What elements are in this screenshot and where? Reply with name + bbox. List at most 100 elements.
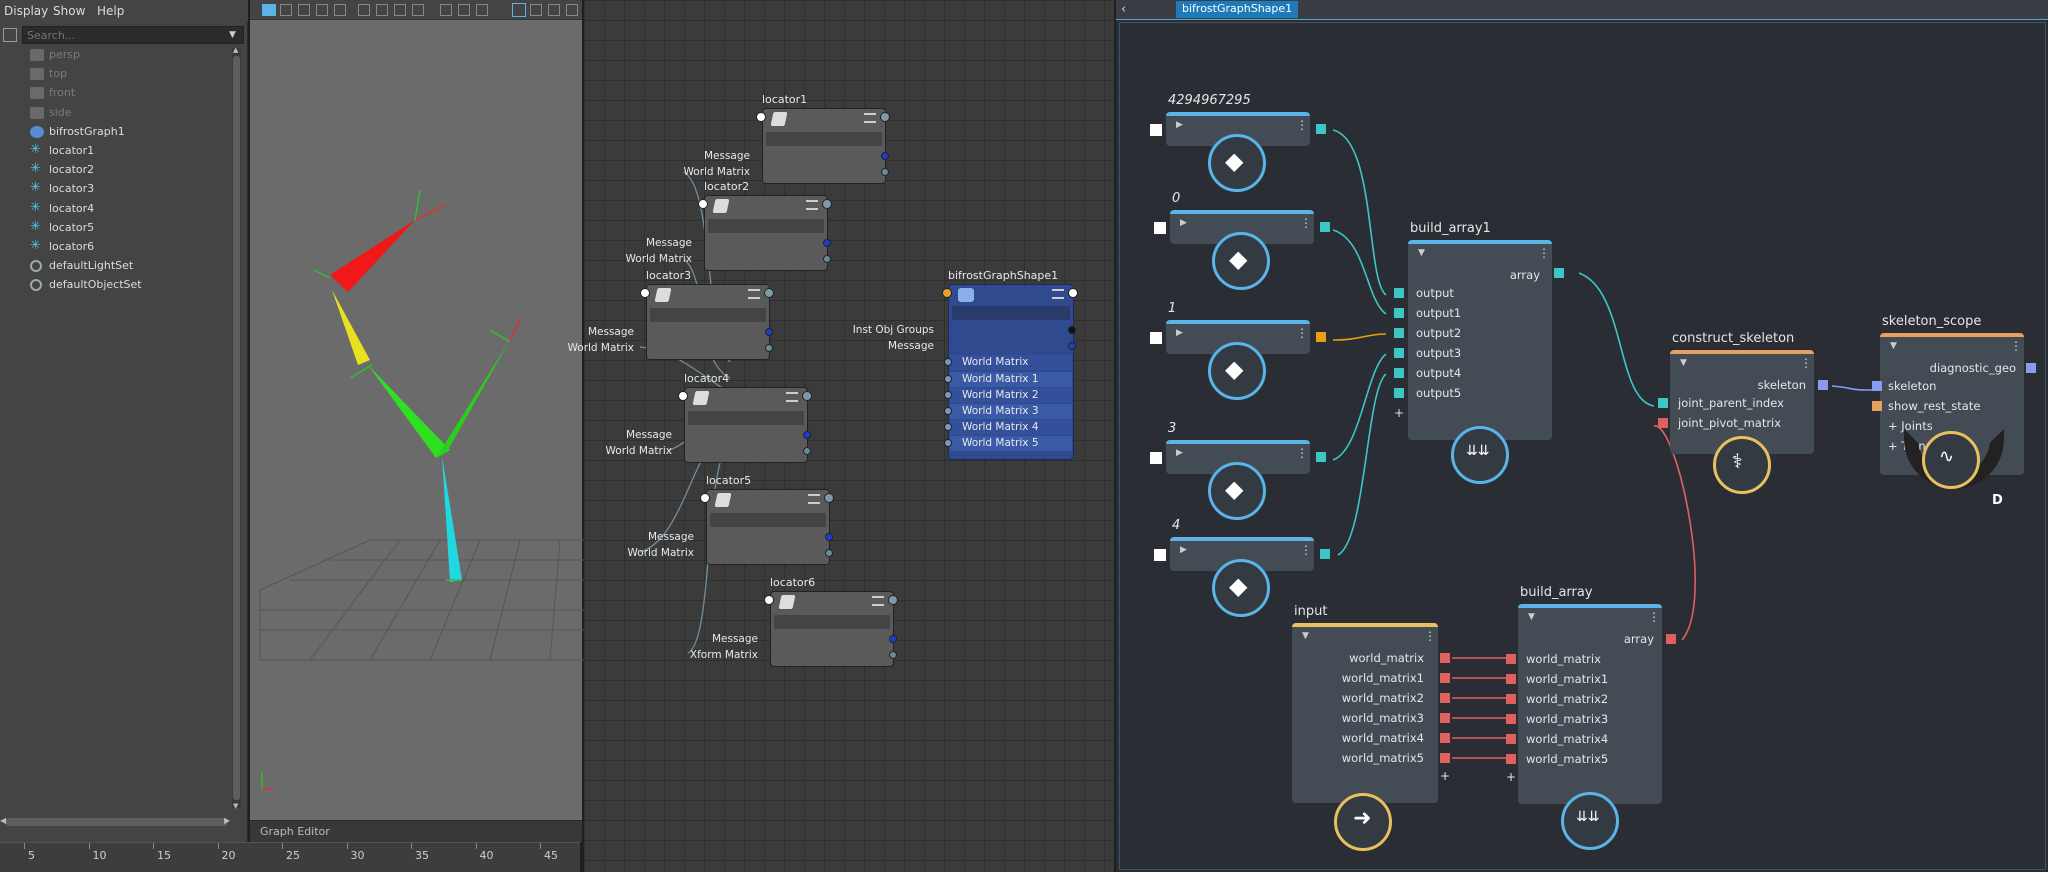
input-output-port[interactable]	[1440, 733, 1450, 743]
collapse-triangle-icon[interactable]: ▼	[1418, 248, 1425, 258]
node-menu-icon[interactable]	[806, 200, 818, 210]
outliner-item-locator3[interactable]: ✳locator3	[30, 180, 230, 199]
value-input-port[interactable]	[1154, 222, 1166, 234]
array-input-port[interactable]	[1506, 654, 1516, 664]
outliner-item-locator1[interactable]: ✳locator1	[30, 142, 230, 161]
kebab-menu-icon[interactable]: ⋮	[1538, 246, 1550, 260]
array-input-port[interactable]	[1394, 328, 1404, 338]
shape-input-port[interactable]	[944, 358, 952, 367]
node-menu-icon[interactable]	[748, 289, 760, 299]
matrix-port[interactable]	[765, 344, 773, 352]
expand-triangle-icon[interactable]: ▶	[1176, 448, 1183, 458]
matrix-port[interactable]	[881, 168, 889, 176]
shape-output-port[interactable]	[1068, 342, 1076, 351]
input-port[interactable]	[698, 199, 708, 209]
value-input-port[interactable]	[1154, 549, 1166, 561]
paint-icon[interactable]	[476, 4, 488, 16]
outliner-item-front[interactable]: front	[30, 84, 230, 103]
filter-icon[interactable]	[3, 28, 17, 42]
lighting-icon[interactable]	[412, 4, 424, 16]
array-input-port[interactable]	[1506, 754, 1516, 764]
input-port[interactable]	[756, 112, 766, 122]
scope-input-port[interactable]	[1872, 401, 1882, 411]
menu-display[interactable]: Display	[4, 4, 49, 18]
output-port[interactable]	[888, 595, 898, 605]
value-output-port[interactable]	[1316, 332, 1326, 342]
array-input-port[interactable]	[1394, 308, 1404, 318]
input-output-port[interactable]	[1440, 693, 1450, 703]
outliner-item-defaultlightset[interactable]: defaultLightSet	[30, 257, 230, 276]
kebab-menu-icon[interactable]: ⋮	[1800, 356, 1812, 370]
shape-input-port[interactable]	[944, 423, 952, 432]
kebab-menu-icon[interactable]: ⋮	[1424, 629, 1436, 643]
diagnostic-output-port[interactable]	[2026, 363, 2036, 373]
output-port[interactable]	[824, 493, 834, 503]
kebab-menu-icon[interactable]: ⋮	[1300, 216, 1312, 230]
array-input-port[interactable]	[1506, 694, 1516, 704]
outliner-vertical-scroll-thumb[interactable]	[233, 56, 240, 800]
node-menu-icon[interactable]	[1052, 289, 1064, 299]
node-menu-icon[interactable]	[872, 596, 884, 606]
expand-triangle-icon[interactable]: ▶	[1180, 545, 1187, 555]
collapse-triangle-icon[interactable]: ▼	[1890, 341, 1897, 351]
array-input-port[interactable]	[1506, 714, 1516, 724]
expand-triangle-icon[interactable]: ▶	[1176, 120, 1183, 130]
camera-icon[interactable]	[298, 4, 310, 16]
message-port[interactable]	[825, 533, 833, 541]
output-port[interactable]	[764, 288, 774, 298]
film-gate-icon[interactable]	[530, 4, 542, 16]
menu-show[interactable]: Show	[53, 4, 86, 18]
kebab-menu-icon[interactable]: ⋮	[1648, 610, 1660, 624]
chevron-down-icon[interactable]: ▼	[229, 30, 236, 40]
value-node-4[interactable]: 4▶⋮◆	[1154, 518, 1330, 617]
shape-input-port[interactable]	[944, 407, 952, 415]
kebab-menu-icon[interactable]: ⋮	[1296, 118, 1308, 132]
select-tool-icon[interactable]	[262, 4, 276, 16]
output-port[interactable]	[880, 112, 890, 122]
outliner-item-locator5[interactable]: ✳locator5	[30, 219, 230, 238]
shape-input-port[interactable]	[944, 390, 952, 399]
value-input-port[interactable]	[1150, 332, 1162, 344]
expand-triangle-icon[interactable]: ▶	[1176, 328, 1183, 338]
matrix-port[interactable]	[803, 447, 811, 455]
outliner-item-locator4[interactable]: ✳locator4	[30, 200, 230, 219]
input-port[interactable]	[700, 493, 710, 503]
input-port[interactable]	[942, 288, 952, 298]
snap-icon[interactable]	[458, 4, 470, 16]
value-output-port[interactable]	[1320, 549, 1330, 559]
shaded-icon[interactable]	[334, 4, 346, 16]
array-input-port[interactable]	[1394, 348, 1404, 358]
bookmark-icon[interactable]	[376, 4, 388, 16]
input-port[interactable]	[764, 595, 774, 605]
output-port[interactable]	[822, 199, 832, 209]
message-port[interactable]	[823, 239, 831, 247]
message-port[interactable]	[765, 328, 773, 336]
input-output-port[interactable]	[1440, 713, 1450, 723]
outliner-horizontal-scrollbar[interactable]	[6, 818, 228, 826]
viewport-3d[interactable]	[250, 20, 591, 820]
output-port[interactable]	[1068, 288, 1078, 298]
value-node-1[interactable]: 0▶⋮◆	[1154, 191, 1330, 290]
kebab-menu-icon[interactable]: ⋮	[1296, 326, 1308, 340]
value-node-0[interactable]: 4294967295▶⋮◆	[1150, 93, 1326, 192]
outliner-item-side[interactable]: side	[30, 104, 230, 123]
input-port[interactable]	[640, 288, 650, 298]
value-input-port[interactable]	[1150, 124, 1162, 136]
scroll-down-icon[interactable]: ▼	[233, 802, 239, 810]
input-port[interactable]	[678, 391, 688, 401]
add-port-icon[interactable]: +	[1394, 406, 1405, 420]
skeleton-output-port[interactable]	[1818, 380, 1828, 390]
collapse-triangle-icon[interactable]: ▼	[1680, 358, 1687, 368]
outliner-search-input[interactable]	[22, 26, 244, 44]
grid-icon[interactable]	[280, 4, 292, 16]
message-port[interactable]	[803, 431, 811, 439]
value-node-3[interactable]: 3▶⋮◆	[1150, 421, 1326, 520]
skeleton-input-port[interactable]	[1658, 418, 1668, 428]
grid-toggle-icon[interactable]	[512, 3, 526, 17]
message-port[interactable]	[881, 152, 889, 160]
outliner-item-locator2[interactable]: ✳locator2	[30, 161, 230, 180]
